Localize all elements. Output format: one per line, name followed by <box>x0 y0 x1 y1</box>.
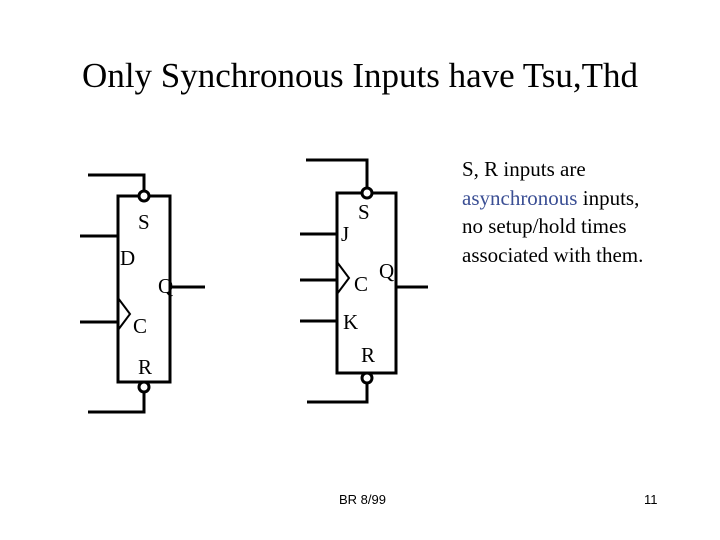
note-line-4: associated with them. <box>462 242 644 267</box>
d-flipflop-labels: S D Q C R <box>120 210 173 379</box>
jk-flipflop <box>300 158 428 404</box>
d-reset-wire <box>88 393 146 414</box>
d-data-label: D <box>120 246 135 270</box>
d-set-bubble <box>137 189 151 203</box>
note-line-2-rest: inputs, <box>577 185 640 210</box>
jk-set-wire <box>306 158 369 188</box>
d-output-label: Q <box>158 274 173 298</box>
jk-output-label: Q <box>379 259 394 283</box>
d-set-label: S <box>138 210 150 234</box>
d-clock-label: C <box>133 314 147 338</box>
slide-title: Only Synchronous Inputs have Tsu,Thd <box>82 56 638 95</box>
async-note: S, R inputs are asynchronous inputs, no … <box>462 155 702 269</box>
jk-clock-label: C <box>354 272 368 296</box>
jk-clock-triangle <box>336 261 351 295</box>
d-clock-triangle <box>117 297 132 331</box>
jk-j-label: J <box>341 222 349 246</box>
d-reset-bubble <box>137 380 151 394</box>
page-number: 11 <box>644 492 658 507</box>
jk-set-bubble <box>360 186 374 200</box>
d-flipflop <box>80 173 205 414</box>
note-line-3: no setup/hold times <box>462 214 627 238</box>
jk-reset-bubble <box>360 371 374 385</box>
jk-reset-wire <box>307 384 369 404</box>
note-line-1: S, R inputs are <box>462 157 586 181</box>
d-reset-label: R <box>138 355 152 379</box>
footer-author-date: BR 8/99 <box>339 492 386 507</box>
jk-flipflop-labels: S J C Q K R <box>341 200 394 367</box>
d-set-wire <box>88 173 146 191</box>
note-line-2: asynchronous inputs, <box>462 184 702 213</box>
note-highlight: asynchronous <box>462 185 578 210</box>
jk-k-label: K <box>343 310 358 334</box>
jk-set-label: S <box>358 200 370 224</box>
jk-reset-label: R <box>361 343 375 367</box>
